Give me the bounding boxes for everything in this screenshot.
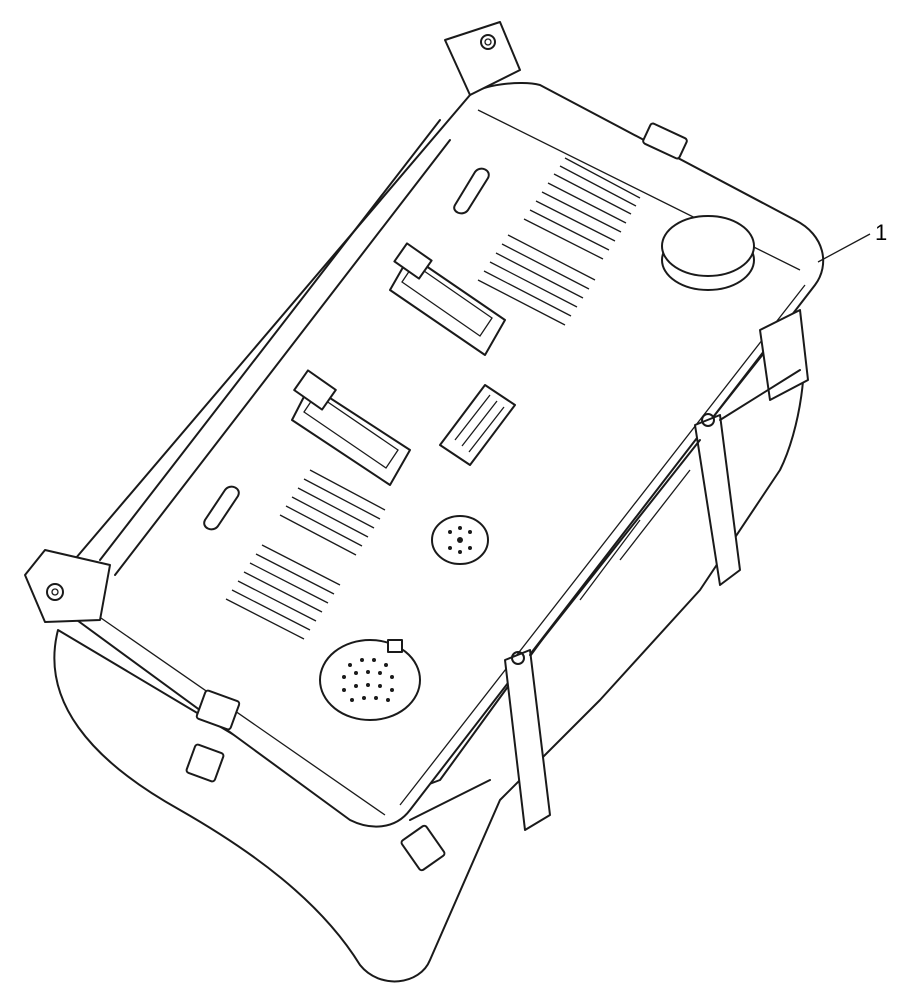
left-bracket — [24, 549, 111, 623]
large-speaker-grille — [319, 639, 421, 721]
lower-housing — [53, 319, 805, 983]
callout-leader-line — [817, 233, 871, 263]
vent-slots-lower — [225, 469, 386, 640]
side-rim — [99, 119, 451, 576]
connector-socket-3 — [439, 384, 516, 466]
callout-label: 1 — [875, 220, 887, 245]
top-bracket — [444, 21, 521, 96]
connector-socket-1 — [389, 242, 506, 356]
oval-slot-lower — [203, 485, 240, 531]
vent-slots-upper — [477, 157, 641, 326]
oval-slot-upper — [453, 167, 490, 215]
small-speaker-grille — [431, 515, 489, 565]
callout-1: 1 — [817, 220, 887, 263]
round-cap — [661, 215, 755, 291]
right-legs — [409, 309, 809, 831]
side-clips — [185, 122, 688, 872]
connector-socket-2 — [291, 369, 411, 486]
